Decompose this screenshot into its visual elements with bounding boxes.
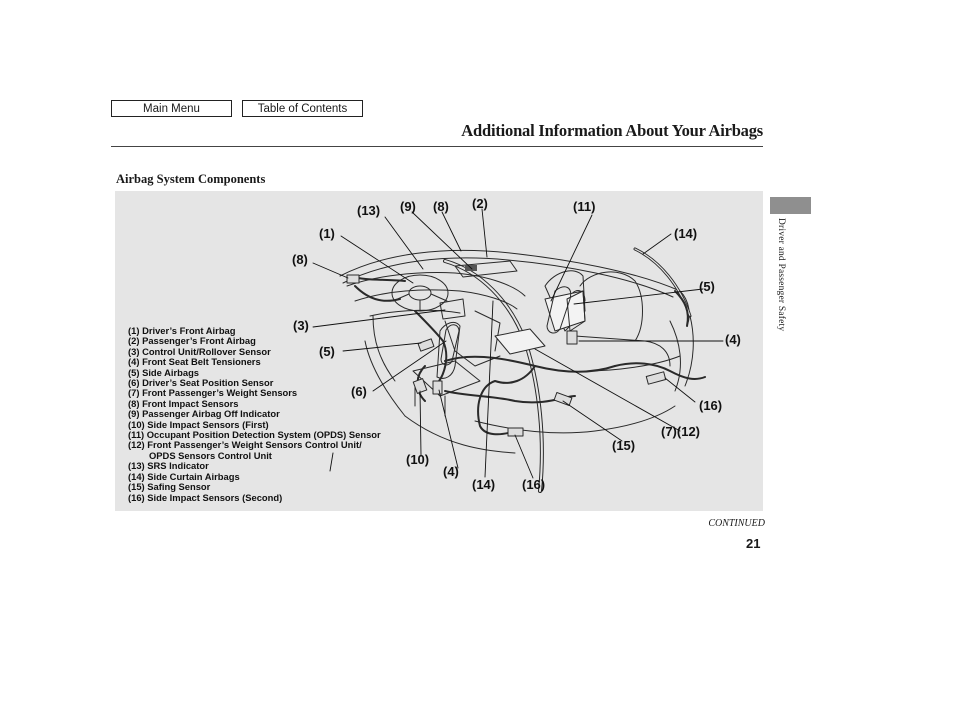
legend-item: (15) Safing Sensor (128, 481, 211, 493)
callout-15: (15) (612, 438, 636, 453)
legend-item: (16) Side Impact Sensors (Second) (128, 491, 283, 503)
component-legend: (1) Driver’s Front Airbag (2) Passenger’… (128, 325, 381, 503)
table-of-contents-button[interactable]: Table of Contents (242, 100, 363, 117)
legend-item: (13) SRS Indicator (128, 460, 209, 472)
callout-16: (16) (522, 477, 546, 492)
callout-9: (9) (400, 199, 416, 214)
title-divider (111, 146, 763, 147)
callout-14: (14) (674, 226, 698, 241)
callout-3: (3) (293, 318, 309, 333)
callout-8: (8) (433, 199, 449, 214)
main-menu-button[interactable]: Main Menu (111, 100, 232, 117)
legend-item: (10) Side Impact Sensors (First) (128, 418, 269, 430)
legend-item: (9) Passenger Airbag Off Indicator (128, 408, 280, 420)
legend-item: (1) Driver’s Front Airbag (128, 325, 236, 336)
legend-item: (2) Passenger’s Front Airbag (128, 335, 256, 347)
callout-4: (4) (725, 332, 741, 347)
callout-7-12: (7)(12) (661, 424, 701, 439)
airbag-components-figure: (1) Driver’s Front Airbag (2) Passenger’… (115, 191, 763, 511)
legend-item: (5) Side Airbags (128, 366, 200, 378)
page-title: Additional Information About Your Airbag… (461, 121, 763, 140)
callout-13: (13) (357, 203, 381, 218)
callout-16: (16) (699, 398, 723, 413)
callout-14: (14) (472, 477, 496, 492)
callout-5: (5) (699, 279, 715, 294)
legend-item: (3) Control Unit/Rollover Sensor (128, 345, 271, 357)
section-heading: Airbag System Components (116, 172, 266, 186)
section-tab-marker[interactable] (770, 197, 811, 214)
callout-2: (2) (472, 196, 488, 211)
legend-item: (12) Front Passenger’s Weight Sensors Co… (128, 439, 362, 451)
legend-item: (7) Front Passenger’s Weight Sensors (128, 387, 298, 399)
legend-item: (14) Side Curtain Airbags (128, 470, 240, 482)
legend-item: (8) Front Impact Sensors (128, 397, 239, 409)
continued-note: CONTINUED (708, 518, 765, 529)
callout-11: (11) (573, 199, 596, 214)
callout-1: (1) (319, 226, 335, 241)
callout-8: (8) (292, 252, 308, 267)
callout-6: (6) (351, 384, 367, 399)
callout-10: (10) (406, 452, 430, 467)
legend-item: (6) Driver’s Seat Position Sensor (128, 377, 274, 389)
callout-4: (4) (443, 464, 459, 479)
legend-item: (11) Occupant Position Detection System … (128, 429, 381, 441)
legend-item: (4) Front Seat Belt Tensioners (128, 356, 261, 368)
callout-5: (5) (319, 344, 335, 359)
page-number: 21 (746, 536, 761, 551)
section-tab-label: Driver and Passenger Safety (776, 218, 786, 332)
car-interior-illustration (312, 208, 724, 493)
legend-item: OPDS Sensors Control Unit (149, 449, 272, 461)
